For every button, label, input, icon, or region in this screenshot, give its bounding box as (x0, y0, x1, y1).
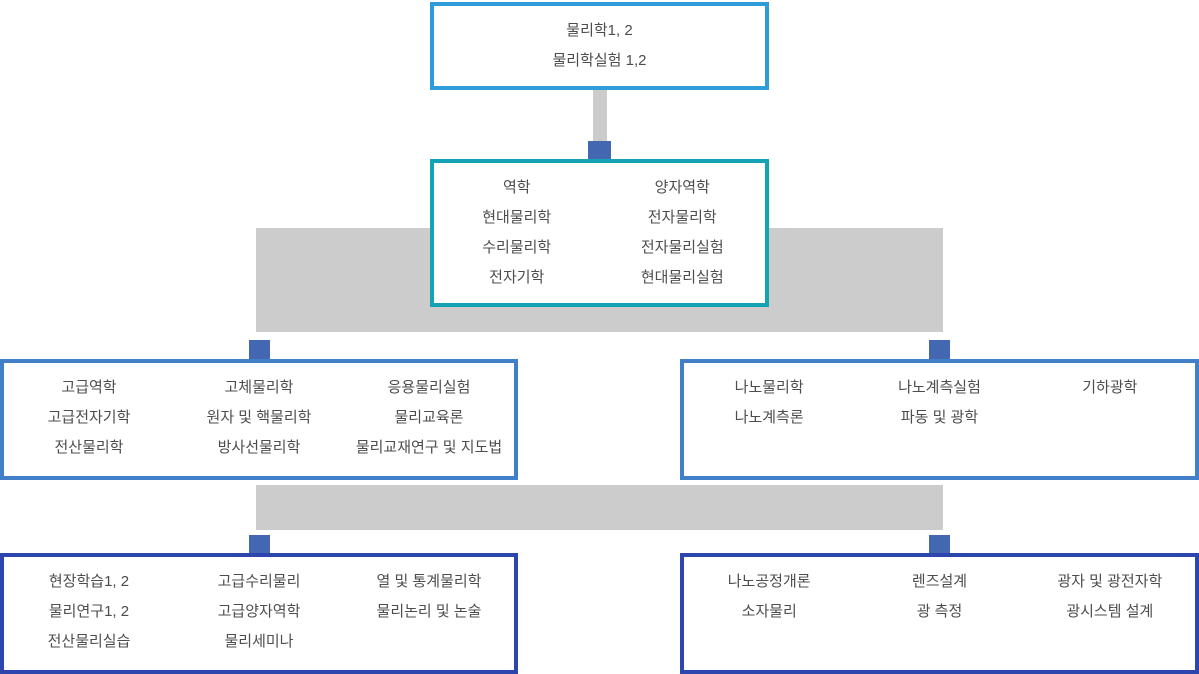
course-item: 나노계측론 (734, 409, 804, 426)
course-item: 양자역학 (654, 179, 710, 196)
course-column: 현장학습1, 2 물리연구1, 2 전산물리실습 (4, 567, 174, 657)
course-item: 나노공정개론 (727, 573, 811, 590)
level1-box: 물리학1, 2 물리학실험 1,2 (430, 2, 769, 90)
course-item: 나노계측실험 (898, 379, 981, 396)
course-item: 소자물리 (741, 603, 797, 620)
course-item: 고급전자기학 (47, 409, 131, 426)
connector-square-level3-left (249, 340, 270, 359)
course-item: 물리교육론 (394, 409, 464, 426)
course-column: 물리학1, 2 물리학실험 1,2 (434, 16, 765, 76)
connector-square-level4-left (249, 535, 270, 553)
course-item: 원자 및 핵물리학 (206, 409, 312, 426)
course-item: 광 측정 (916, 603, 963, 620)
connector-square-level3-right (929, 340, 950, 359)
course-item: 현대물리실험 (640, 269, 724, 286)
course-item: 전자기학 (489, 269, 545, 286)
course-item: 전자물리실험 (640, 239, 724, 256)
course-item: 수리물리학 (482, 239, 552, 256)
connector-square-level4-right (929, 535, 950, 553)
course-item: 역학 (502, 179, 531, 196)
course-item: 물리논리 및 논술 (376, 603, 482, 620)
course-item: 전산물리학 (54, 439, 124, 456)
course-column: 기하광학 (1025, 373, 1195, 403)
course-item: 고급역학 (61, 379, 117, 396)
course-item: 나노물리학 (734, 379, 804, 396)
course-item: 현대물리학 (482, 209, 552, 226)
course-item: 고급양자역학 (217, 603, 301, 620)
course-item: 방사선물리학 (217, 439, 301, 456)
course-item: 렌즈설계 (911, 573, 968, 590)
course-item: 고체물리학 (224, 379, 294, 396)
connector-square-top (588, 141, 611, 159)
course-item: 파동 및 광학 (900, 409, 979, 426)
course-item: 고급수리물리 (217, 573, 301, 590)
course-item: 기하광학 (1082, 379, 1138, 396)
course-item: 열 및 통계물리학 (376, 573, 482, 590)
vertical-connector-bar (593, 90, 607, 143)
course-item: 전산물리실습 (47, 633, 131, 650)
course-item: 현장학습1, 2 (48, 573, 130, 590)
course-item: 광자 및 광전자학 (1057, 573, 1163, 590)
course-item: 물리세미나 (224, 633, 294, 650)
course-item: 물리교재연구 및 지도법 (355, 439, 503, 456)
course-item: 응용물리실험 (387, 379, 471, 396)
course-item: 물리학1, 2 (566, 22, 633, 39)
course-item: 전자물리학 (647, 209, 717, 226)
course-item: 물리학실험 1,2 (552, 52, 647, 69)
connector-band-level3-to-level4 (256, 485, 943, 530)
course-item: 물리연구1, 2 (48, 603, 130, 620)
course-item: 광시스템 설계 (1066, 603, 1154, 620)
